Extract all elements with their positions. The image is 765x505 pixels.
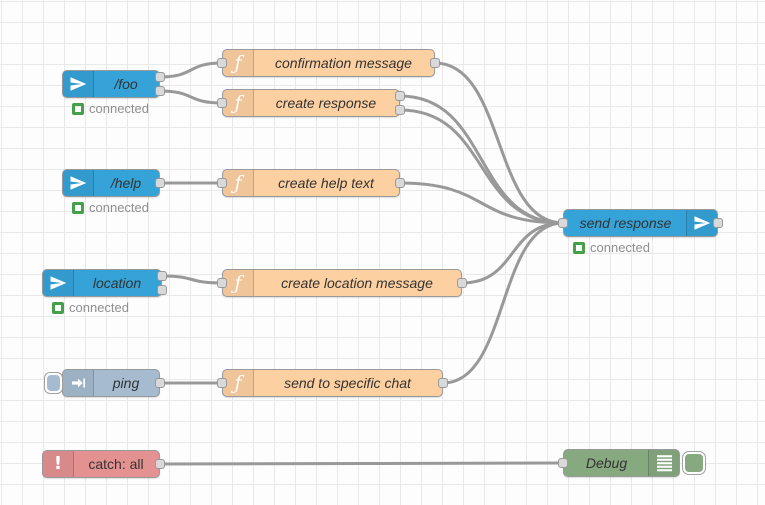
status-label: connected bbox=[590, 240, 650, 255]
output-port-confirmation-message-0[interactable] bbox=[430, 58, 440, 68]
node-send-response[interactable]: send response bbox=[563, 209, 718, 237]
node-label-ping: ping bbox=[112, 375, 140, 391]
output-port-send-response-0[interactable] bbox=[713, 218, 723, 228]
function-icon: ƒ bbox=[223, 370, 254, 396]
node-status-send-response: connected bbox=[573, 240, 650, 255]
output-port-send-to-specific-chat-0[interactable] bbox=[438, 378, 448, 388]
node-label-confirmation-message: confirmation message bbox=[275, 55, 412, 71]
status-connected-icon bbox=[72, 201, 84, 214]
wire-create-response-to-send-response[interactable] bbox=[398, 108, 565, 225]
node-label-location: location bbox=[92, 275, 142, 291]
node-help[interactable]: /help bbox=[62, 169, 160, 197]
wire-send-to-specific-chat-to-send-response[interactable] bbox=[441, 221, 565, 385]
status-connected-icon bbox=[72, 102, 84, 115]
exclamation-icon: ! bbox=[43, 451, 74, 477]
input-port-create-help-text[interactable] bbox=[217, 178, 227, 188]
node-label-send-response: send response bbox=[579, 215, 672, 231]
node-label-catch-all: catch: all bbox=[88, 456, 144, 472]
status-label: connected bbox=[89, 200, 149, 215]
output-port-create-location-message-0[interactable] bbox=[457, 278, 467, 288]
wire-create-location-message-to-send-response[interactable] bbox=[460, 221, 565, 285]
input-port-send-to-specific-chat[interactable] bbox=[217, 378, 227, 388]
inject-button-ping[interactable] bbox=[44, 372, 63, 394]
output-port-foo-1[interactable] bbox=[155, 86, 165, 96]
wire-confirmation-message-to-send-response[interactable] bbox=[433, 61, 565, 225]
status-label: connected bbox=[89, 101, 149, 116]
status-label: connected bbox=[69, 300, 129, 315]
input-port-create-location-message[interactable] bbox=[217, 278, 227, 288]
output-port-location-1[interactable] bbox=[157, 285, 167, 295]
input-port-send-response[interactable] bbox=[558, 218, 568, 228]
debug-toggle-button[interactable] bbox=[682, 451, 706, 475]
wire-foo-to-confirmation-message[interactable] bbox=[158, 61, 224, 79]
node-label-help: /help bbox=[110, 175, 142, 191]
node-create-response[interactable]: ƒ create response bbox=[222, 89, 400, 117]
output-port-location-0[interactable] bbox=[157, 271, 167, 281]
output-port-help-0[interactable] bbox=[155, 178, 165, 188]
input-port-confirmation-message[interactable] bbox=[217, 58, 227, 68]
wire-create-help-text-to-send-response[interactable] bbox=[398, 181, 565, 225]
node-create-location-message[interactable]: ƒ create location message bbox=[222, 269, 462, 297]
output-port-foo-0[interactable] bbox=[155, 72, 165, 82]
node-label-foo: /foo bbox=[114, 76, 138, 92]
wire-catch-all-to-debug[interactable] bbox=[158, 461, 565, 466]
function-icon: ƒ bbox=[223, 270, 254, 296]
node-label-debug: Debug bbox=[585, 455, 628, 471]
node-label-create-response: create response bbox=[275, 95, 377, 111]
wire-foo-to-create-response[interactable] bbox=[158, 89, 224, 105]
input-port-create-response[interactable] bbox=[217, 98, 227, 108]
input-port-debug[interactable] bbox=[558, 458, 568, 468]
telegram-plane-icon bbox=[43, 270, 74, 296]
node-location[interactable]: location bbox=[42, 269, 162, 297]
node-status-foo: connected bbox=[72, 101, 149, 116]
status-connected-icon bbox=[573, 241, 585, 254]
node-label-send-to-specific-chat: send to specific chat bbox=[284, 375, 411, 391]
telegram-plane-icon bbox=[63, 170, 94, 196]
node-ping[interactable]: ping bbox=[62, 369, 160, 397]
function-icon: ƒ bbox=[223, 50, 254, 76]
output-port-create-help-text-0[interactable] bbox=[395, 178, 405, 188]
status-connected-icon bbox=[52, 301, 64, 314]
inject-button-fill bbox=[47, 375, 60, 391]
output-port-ping-0[interactable] bbox=[155, 378, 165, 388]
telegram-plane-icon bbox=[686, 210, 717, 236]
node-catch-all[interactable]: ! catch: all bbox=[42, 450, 160, 478]
node-foo[interactable]: /foo bbox=[62, 70, 160, 98]
node-label-create-help-text: create help text bbox=[278, 175, 374, 191]
function-icon: ƒ bbox=[223, 90, 254, 116]
node-confirmation-message[interactable]: ƒ confirmation message bbox=[222, 49, 435, 77]
node-send-to-specific-chat[interactable]: ƒ send to specific chat bbox=[222, 369, 443, 397]
function-icon: ƒ bbox=[223, 170, 254, 196]
node-status-help: connected bbox=[72, 200, 149, 215]
node-status-location: connected bbox=[52, 300, 129, 315]
node-create-help-text[interactable]: ƒ create help text bbox=[222, 169, 400, 197]
output-port-catch-all-0[interactable] bbox=[155, 459, 165, 469]
wire-location-to-create-location-message[interactable] bbox=[160, 274, 224, 285]
inject-arrow-icon bbox=[63, 370, 94, 396]
node-debug[interactable]: Debug bbox=[563, 449, 680, 477]
debug-list-icon bbox=[648, 450, 679, 476]
debug-toggle-fill bbox=[685, 454, 703, 472]
output-port-create-response-0[interactable] bbox=[395, 91, 405, 101]
telegram-plane-icon bbox=[63, 71, 94, 97]
node-label-create-location-message: create location message bbox=[281, 275, 433, 291]
output-port-create-response-1[interactable] bbox=[395, 105, 405, 115]
